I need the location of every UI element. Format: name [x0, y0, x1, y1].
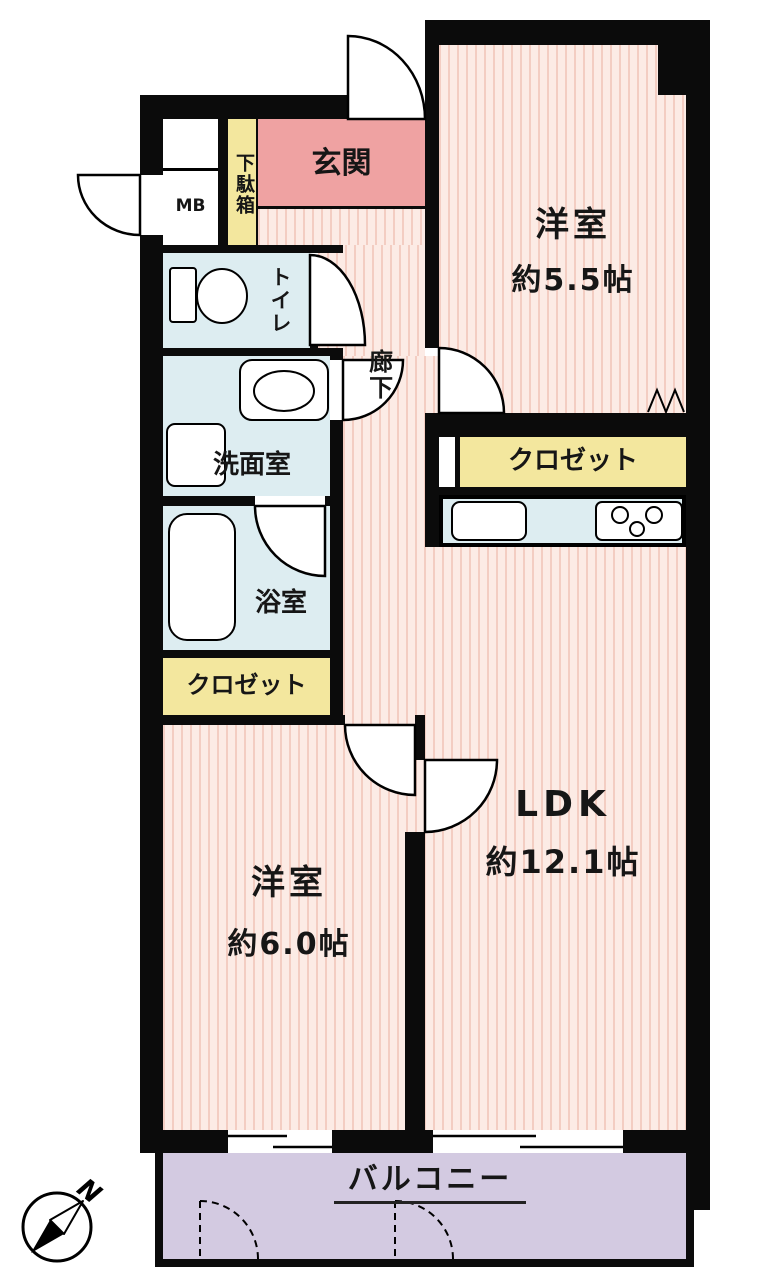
meter-box-door-arc [76, 173, 142, 237]
washroom-label: 洗面室 [212, 450, 291, 481]
wall-segment [415, 715, 425, 725]
balcony-label: バルコニー [290, 1158, 570, 1210]
wall-segment [140, 715, 345, 725]
compass-needle-south [31, 1220, 64, 1253]
kitchen-counter [439, 495, 686, 547]
wall-segment [325, 496, 343, 506]
wall-segment [405, 832, 425, 1130]
room-genkan [258, 119, 425, 208]
wall-segment [310, 335, 318, 348]
wall-segment [163, 496, 255, 506]
wall-segment [425, 437, 439, 547]
ldk-label: LDK [515, 784, 611, 826]
compass-north-label: N [71, 1173, 107, 1210]
wall-segment [163, 245, 343, 253]
closet-right-label: クロゼット [507, 446, 638, 477]
western-room-60-label: 洋室 [251, 863, 327, 904]
room-bathroom [163, 506, 330, 650]
entrance-step-line [258, 206, 425, 209]
room-getabako [228, 119, 258, 245]
entrance-door-arc [346, 34, 427, 121]
wall-segment [256, 119, 258, 245]
getabako-label: 下駄箱 [232, 152, 255, 216]
room-corridor-upper [258, 209, 425, 245]
ldk-size: 約12.1帖 [485, 843, 641, 882]
compass-circle [21, 1191, 93, 1263]
sliding-window-icon [228, 1134, 332, 1149]
wall-segment [163, 650, 330, 658]
western-room-55-label: 洋室 [535, 205, 611, 246]
toilet-label: トイレ [268, 265, 293, 335]
wall-segment [405, 725, 425, 760]
sliding-window-icon [433, 1134, 623, 1149]
wall-segment [686, 20, 710, 1210]
meter-box-label: MB [175, 195, 206, 216]
wall-segment [163, 348, 343, 356]
wall-segment [218, 119, 228, 245]
closet-left-label: クロゼット [186, 671, 307, 700]
balcony-wall [155, 1259, 694, 1267]
western-room-60-size: 約6.0帖 [227, 927, 351, 963]
western-room-55-size: 約5.5帖 [511, 263, 635, 299]
room-meter-box [163, 168, 218, 245]
compass-needle-north [49, 1200, 84, 1235]
compass-rose: N [21, 1173, 107, 1263]
room-closet-right [460, 437, 686, 487]
wall-segment [332, 1130, 433, 1153]
balcony-wall [686, 1210, 694, 1267]
wall-segment [140, 1130, 228, 1153]
balcony-label-text: バルコニー [333, 1164, 527, 1204]
wall-segment [330, 420, 343, 715]
wall-segment [140, 235, 163, 1153]
wall-segment [439, 487, 686, 495]
wall-segment [330, 348, 343, 360]
pipe-space [439, 437, 455, 487]
wall-segment [623, 1130, 710, 1153]
room-closet-left [163, 658, 330, 715]
wall-segment [425, 413, 686, 437]
bathroom-label: 浴室 [254, 588, 307, 619]
corridor-label: 廊下 [364, 349, 393, 401]
wall-segment [140, 95, 348, 119]
balcony-wall [155, 1153, 163, 1267]
wall-segment [455, 437, 460, 495]
genkan-label: 玄関 [311, 145, 372, 181]
wall-segment [425, 20, 439, 348]
